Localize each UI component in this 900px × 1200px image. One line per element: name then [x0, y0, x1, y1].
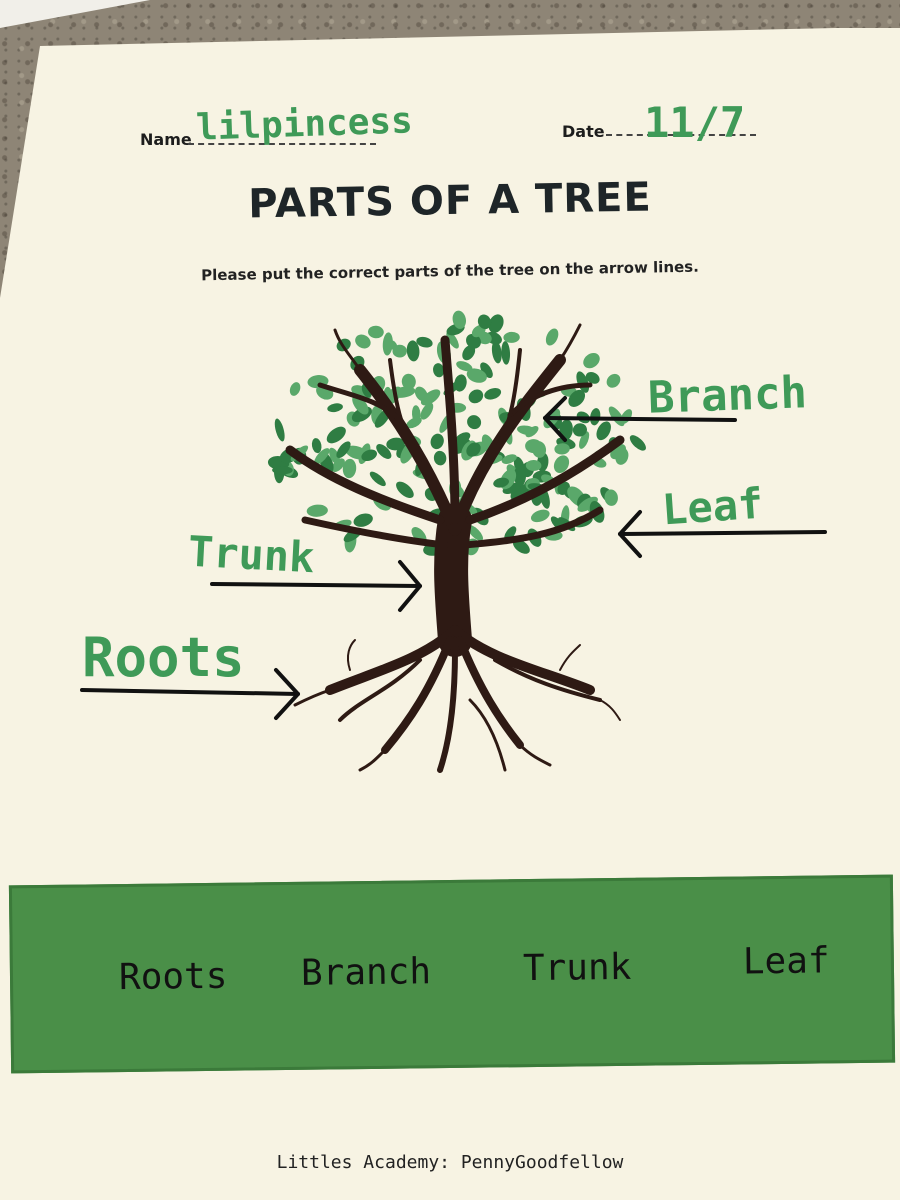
leaf-shape: [274, 418, 285, 442]
leaf-shape: [572, 423, 587, 437]
date-label: Date: [562, 122, 605, 141]
leaf-shape: [488, 314, 504, 334]
answer-trunk[interactable]: Trunk: [186, 526, 316, 583]
word-bank: Roots Branch Trunk Leaf: [8, 874, 896, 1074]
answer-leaf[interactable]: Leaf: [660, 478, 765, 535]
leaf-shape: [433, 450, 447, 466]
answer-branch[interactable]: Branch: [647, 367, 808, 424]
leaf-shape: [554, 443, 570, 455]
leaf-shape: [329, 447, 340, 465]
leaf-shape: [454, 432, 471, 445]
leaf-shape: [420, 402, 434, 420]
leaf-shape: [491, 340, 502, 364]
leaf-shape: [568, 389, 586, 407]
leaf-shape: [352, 395, 369, 415]
leaf-shape: [484, 388, 502, 400]
leaf-shape: [396, 481, 414, 498]
leaf-shape: [446, 331, 459, 349]
leaf-shape: [368, 325, 384, 339]
leaf-shape: [311, 438, 322, 454]
leaf-shape: [577, 496, 598, 512]
leaf-shape: [615, 448, 629, 465]
leaf-shape: [583, 353, 600, 369]
leaf-shape: [342, 458, 357, 479]
leaf-shape: [501, 341, 511, 365]
leaf-shape: [468, 389, 484, 404]
leaf-shape: [406, 417, 422, 429]
leaf-shape: [462, 345, 476, 361]
leaf-shape: [553, 455, 570, 474]
leaf-shape: [452, 310, 467, 329]
leaf-shape: [420, 389, 441, 406]
leaf-shape: [532, 441, 547, 458]
leaf-shape: [289, 382, 301, 396]
leaf-shape: [579, 431, 590, 449]
leaf-shape: [353, 513, 373, 527]
name-label: Name: [140, 130, 192, 149]
name-line: [188, 143, 376, 145]
arrow-leaf: [618, 510, 827, 558]
leaf-shape: [456, 361, 473, 372]
leaf-shape: [430, 433, 444, 450]
word-bank-item: Roots: [118, 955, 228, 999]
leaf-shape: [517, 425, 537, 436]
leaf-shape: [355, 334, 371, 349]
leaf-shape: [406, 340, 420, 362]
leaf-shape: [606, 373, 621, 388]
leaf-shape: [604, 489, 618, 506]
leaf-shape: [503, 331, 520, 343]
word-bank-item: Trunk: [522, 946, 632, 990]
leaf-shape: [585, 372, 600, 384]
leaf-shape: [477, 314, 492, 330]
leaf-shape: [512, 539, 530, 554]
leaf-shape: [369, 471, 386, 487]
leaf-shape: [629, 435, 646, 451]
leaf-shape: [306, 504, 328, 517]
leaf-shape: [501, 454, 517, 464]
word-bank-item: Leaf: [742, 940, 830, 983]
answer-roots[interactable]: Roots: [82, 626, 245, 689]
leaf-shape: [545, 328, 559, 346]
leaf-shape: [331, 458, 345, 473]
leaf-shape: [433, 363, 445, 378]
footer-credit: Littles Academy: PennyGoodfellow: [276, 1152, 624, 1173]
leaf-shape: [514, 465, 526, 487]
leaf-shape: [392, 344, 407, 358]
leaf-shape: [467, 525, 483, 541]
leaf-shape: [314, 448, 330, 465]
leaf-shape: [386, 437, 405, 451]
leaf-shape: [391, 386, 416, 398]
leaf-shape: [466, 333, 481, 349]
tree-trunk-and-branches: [285, 323, 625, 657]
leaf-shape: [361, 449, 377, 462]
leaf-shape: [480, 362, 493, 379]
leaf-shape: [466, 368, 487, 383]
date-line: [606, 134, 756, 136]
leaf-shape: [401, 373, 416, 390]
tree-roots: [293, 625, 621, 773]
leaf-shape: [530, 509, 550, 523]
leaf-shape: [327, 403, 343, 413]
leaf-shape: [596, 421, 611, 441]
leaf-shape: [416, 336, 433, 348]
date-field[interactable]: 11/7: [644, 98, 746, 147]
leaf-shape: [493, 477, 509, 488]
leaf-shape: [272, 465, 293, 475]
leaf-shape: [608, 406, 625, 427]
leaf-shape: [382, 332, 393, 356]
word-bank-item: Branch: [300, 951, 432, 994]
leaf-shape: [467, 415, 482, 430]
leaf-shape: [336, 441, 351, 458]
leaf-shape: [525, 459, 542, 472]
arrow-trunk: [210, 560, 422, 612]
arrow-roots: [80, 668, 300, 720]
leaf-shape: [326, 426, 346, 444]
arrow-branch: [543, 396, 737, 442]
leaf-shape: [466, 442, 481, 457]
leaf-shape: [376, 444, 392, 459]
